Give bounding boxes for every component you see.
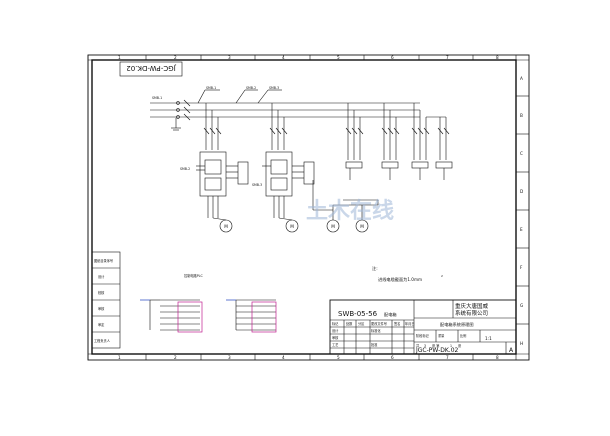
grid-bottom-1: 1 bbox=[118, 355, 121, 360]
panel-left-label: SMB-2 bbox=[180, 167, 190, 171]
breaker-symbols bbox=[203, 127, 450, 135]
grid-bottom-5: 5 bbox=[337, 355, 340, 360]
motors: M M M M bbox=[212, 217, 369, 233]
grid-right-B: B bbox=[520, 113, 523, 118]
motor-1-label: M bbox=[224, 224, 228, 229]
grid-top-1: 1 bbox=[118, 55, 121, 60]
grid-bottom-3: 3 bbox=[228, 355, 231, 360]
grid-top-2: 2 bbox=[174, 55, 177, 60]
title-block-drawing-no: JGC-PW-DK.02 bbox=[415, 347, 459, 354]
leader-label-3: SMB-3 bbox=[269, 86, 279, 90]
title-block-total: 3 bbox=[424, 344, 426, 348]
grid-top-3: 3 bbox=[228, 55, 231, 60]
grid-right-E: E bbox=[520, 227, 523, 232]
grid-right-H: H bbox=[520, 341, 523, 346]
tb-row-label-4: 签名 bbox=[394, 321, 400, 326]
title-block-scale: 1:1 bbox=[485, 336, 492, 341]
grid-right-C: C bbox=[520, 151, 523, 156]
title-block: SWB-05-56 配电箱 重庆大唐国威 系统有限公司 配电箱系统原理图 JGC… bbox=[329, 299, 517, 355]
grid-top-4: 4 bbox=[282, 55, 285, 60]
title-block-sheet-suffix: 张 bbox=[458, 343, 462, 348]
watermark-text: 土木在线 bbox=[306, 198, 394, 224]
tb-row-label-5: 年月日 bbox=[405, 321, 415, 326]
motor-3 bbox=[326, 219, 340, 233]
panel-right: SMB-3 bbox=[252, 151, 315, 218]
motor-4-label: M bbox=[360, 224, 364, 229]
tb-standard-label: 标准化 bbox=[371, 328, 381, 333]
grid-right-D: D bbox=[520, 189, 523, 194]
rotated-drawing-number: JGC-PW-DK.02 bbox=[119, 61, 183, 77]
grid-bottom-6: 6 bbox=[391, 355, 394, 360]
title-block-revision: A bbox=[509, 347, 514, 354]
grid-top: 1 2 3 4 5 6 7 8 bbox=[118, 55, 499, 60]
grid-top-6: 6 bbox=[391, 55, 394, 60]
left-label-0: 图纸目录序号 bbox=[94, 258, 113, 263]
watermark: 土木在线 bbox=[306, 198, 394, 224]
left-column: 图纸目录序号 设计 校核 审核 审定 工程负责人 bbox=[91, 251, 121, 349]
branch-drops bbox=[205, 103, 447, 160]
tb-design-label: 设计 bbox=[332, 328, 339, 333]
leader-lines: SMB-1 SMB-2 SMB-3 bbox=[197, 86, 282, 104]
tb-row-label-0: 标记 bbox=[332, 321, 339, 326]
panel-left: SMB-2 bbox=[180, 151, 249, 218]
title-block-stage-label: 阶段标记 bbox=[416, 333, 430, 338]
title-block-drawing-name: 配电箱系统原理图 bbox=[440, 321, 474, 328]
busbar-label: SMB-1 bbox=[152, 96, 162, 100]
leader-label-2: SMB-2 bbox=[246, 86, 256, 90]
grid-top-8: 8 bbox=[496, 55, 499, 60]
left-label-5: 工程负责人 bbox=[94, 338, 111, 343]
left-label-1: 设计 bbox=[98, 274, 105, 279]
grid-right-F: F bbox=[520, 265, 523, 270]
note: 注: 进线电缆截面为1.0mm 2 bbox=[372, 265, 443, 283]
grid-bottom-7: 7 bbox=[446, 355, 449, 360]
tb-row-label-3: 更改文件号 bbox=[371, 321, 387, 326]
title-block-scale-label: 比例 bbox=[460, 333, 466, 338]
title-block-sheet-label: 张 第 bbox=[432, 343, 440, 348]
title-block-weight-label: 重量 bbox=[438, 333, 445, 338]
motor-4 bbox=[355, 219, 369, 233]
tb-approve-label: 批准 bbox=[371, 342, 378, 347]
note-superscript: 2 bbox=[441, 274, 443, 278]
grid-top-5: 5 bbox=[337, 55, 340, 60]
leader-label-1: SMB-1 bbox=[206, 86, 216, 90]
title-block-sheet-no: 1 bbox=[450, 344, 452, 348]
motor-2-label: M bbox=[290, 224, 294, 229]
note-title: 注: bbox=[372, 265, 378, 272]
title-block-project-suffix: 配电箱 bbox=[384, 311, 397, 318]
grid-top-7: 7 bbox=[446, 55, 449, 60]
left-label-2: 校核 bbox=[98, 290, 105, 295]
grid-right-G: G bbox=[520, 303, 523, 308]
tb-check-label: 审核 bbox=[332, 335, 339, 340]
left-label-3: 审核 bbox=[98, 306, 105, 311]
title-block-company-2: 系统有限公司 bbox=[455, 309, 488, 317]
title-block-company-1: 重庆大唐国威 bbox=[455, 302, 489, 310]
control-section: 控制电路PLC bbox=[140, 273, 277, 333]
grid-bottom-4: 4 bbox=[282, 355, 285, 360]
grid-bottom-8: 8 bbox=[496, 355, 499, 360]
tb-row-label-2: 分区 bbox=[358, 321, 365, 326]
grid-right: A B C D E F G H bbox=[516, 76, 529, 346]
incoming-busbars: SMB-1 bbox=[150, 96, 420, 131]
grid-bottom-2: 2 bbox=[174, 355, 177, 360]
left-label-4: 审定 bbox=[98, 322, 105, 327]
rotated-drawing-number-text: JGC-PW-DK.02 bbox=[126, 64, 176, 72]
title-block-total-label: 共 bbox=[416, 343, 420, 348]
motor-circuits bbox=[312, 180, 379, 220]
feeder-outputs bbox=[345, 161, 453, 180]
motor-3-label: M bbox=[331, 224, 335, 229]
panel-right-label: SMB-3 bbox=[252, 183, 262, 187]
tb-process-label: 工艺 bbox=[332, 342, 338, 347]
control-section-title: 控制电路PLC bbox=[184, 273, 203, 278]
title-block-project-code: SWB-05-56 bbox=[338, 310, 378, 318]
tb-row-label-1: 处数 bbox=[346, 321, 353, 326]
grid-bottom: 1 2 3 4 5 6 7 8 bbox=[118, 354, 499, 360]
grid-right-A: A bbox=[520, 76, 523, 81]
note-text: 进线电缆截面为1.0mm bbox=[378, 276, 422, 283]
